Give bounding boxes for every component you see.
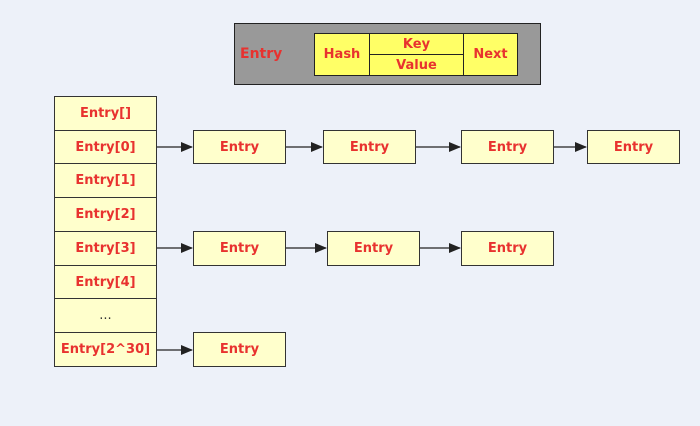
legend-next-field: Next [463,33,518,76]
chainlast-entry-1: Entry [193,332,286,367]
array-slot-3: Entry[3] [54,231,157,266]
legend-key-field: Key [369,33,464,55]
chain3-entry-3: Entry [461,231,554,266]
chain3-entry-2: Entry [327,231,420,266]
array-header: Entry[] [54,96,157,131]
chain0-entry-3: Entry [461,130,554,164]
array-slot-2: Entry[2] [54,197,157,232]
array-slot-ellipsis: ... [54,298,157,333]
legend-value-field: Value [369,54,464,76]
array-slot-1: Entry[1] [54,163,157,198]
chain0-entry-4: Entry [587,130,680,164]
legend-hash-field: Hash [314,33,370,76]
array-slot-last: Entry[2^30] [54,332,157,367]
legend-title: Entry [240,46,283,62]
chain0-entry-1: Entry [193,130,286,164]
array-slot-0: Entry[0] [54,130,157,164]
chain3-entry-1: Entry [193,231,286,266]
chain0-entry-2: Entry [323,130,416,164]
